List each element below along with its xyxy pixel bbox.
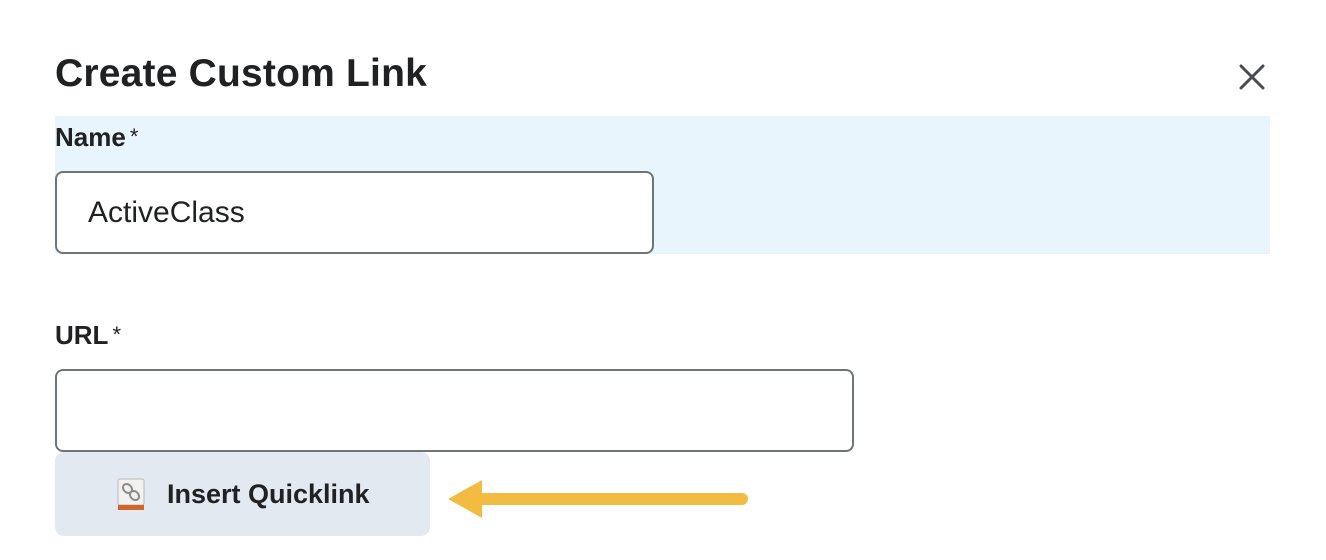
dialog-title: Create Custom Link — [55, 52, 428, 95]
close-button[interactable] — [1230, 55, 1274, 99]
name-field-label: Name* — [55, 122, 138, 153]
close-icon — [1239, 64, 1265, 90]
name-required-mark: * — [129, 124, 139, 149]
name-input[interactable] — [55, 171, 654, 254]
arrow-left-icon — [448, 480, 748, 518]
url-field-label: URL* — [55, 320, 121, 351]
url-label-text: URL — [55, 320, 109, 350]
quicklink-icon — [117, 478, 145, 511]
insert-quicklink-label: Insert Quicklink — [167, 478, 370, 509]
url-input[interactable] — [55, 369, 854, 452]
url-required-mark: * — [112, 322, 121, 347]
insert-quicklink-button[interactable]: Insert Quicklink — [55, 452, 430, 536]
name-label-text: Name — [55, 122, 126, 152]
